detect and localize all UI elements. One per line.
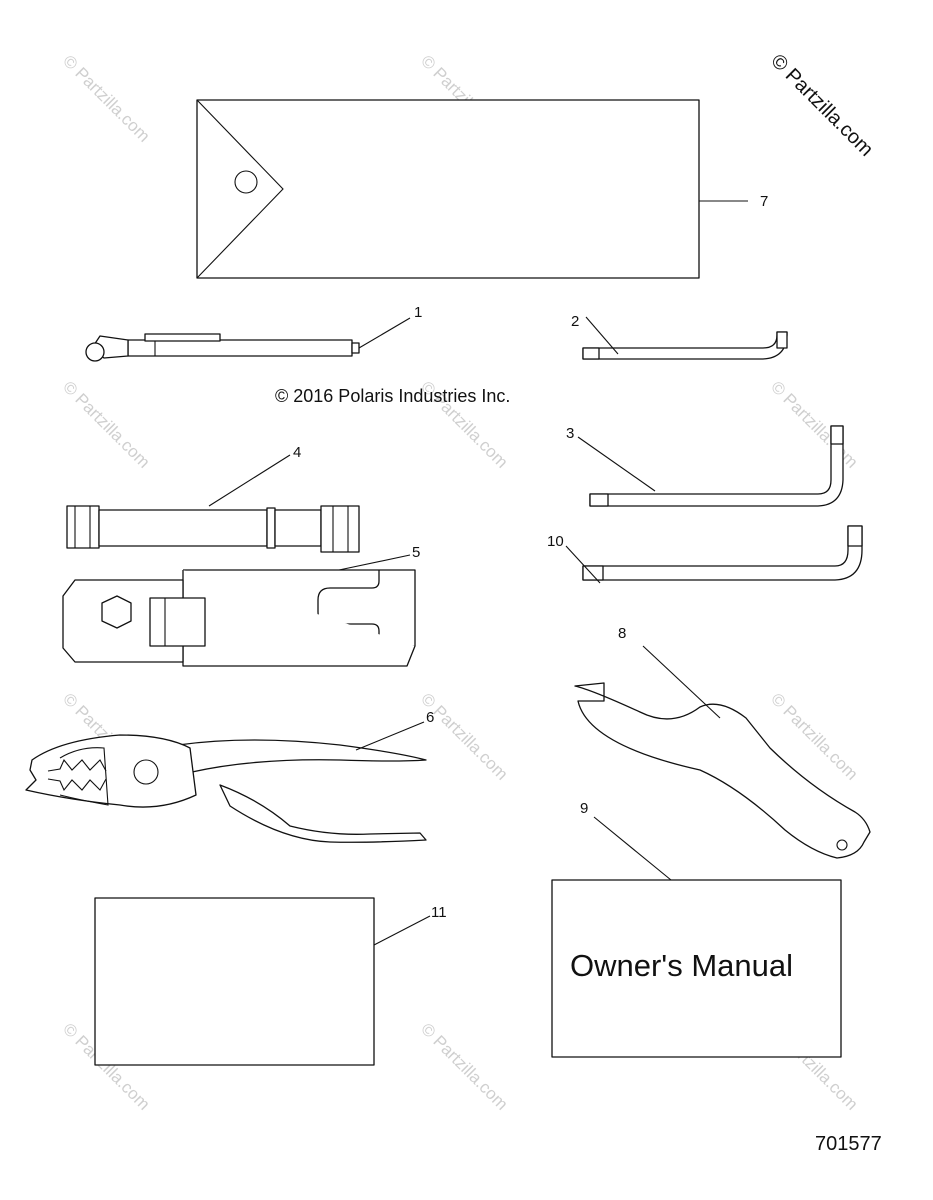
callout-8: 8: [618, 625, 626, 642]
callout-4: 4: [293, 444, 301, 461]
copyright-notice: © 2016 Polaris Industries Inc.: [275, 386, 510, 406]
part-11-card: [94, 897, 431, 1066]
part-4-tube-wrench: [66, 454, 360, 553]
callout-9: 9: [580, 800, 588, 817]
callout-3: 3: [566, 425, 574, 442]
watermark: © Partzilla.com: [59, 377, 153, 471]
callout-11: 11: [431, 904, 447, 921]
callout-10: 10: [547, 533, 564, 550]
callout-5: 5: [412, 544, 420, 561]
figure-number: 701577: [815, 1133, 882, 1155]
part-6-pliers: [25, 721, 427, 843]
callout-1: 1: [414, 304, 422, 321]
part-5-spanner: [62, 554, 416, 667]
callout-2: 2: [571, 313, 579, 330]
part-10-hex-key: [565, 525, 863, 584]
part-1-tool: [85, 317, 411, 362]
part-2-hex-key: [582, 316, 788, 360]
watermark: © Partzilla.com: [59, 51, 153, 145]
watermark: © Partzilla.com: [767, 377, 861, 471]
part-8-hook-spanner: [574, 645, 871, 859]
callout-7: 7: [760, 193, 768, 210]
part-3-hex-key: [577, 425, 844, 507]
callout-6: 6: [426, 709, 434, 726]
site-mark: © Partzilla.com: [766, 50, 877, 161]
part-7-tool-pouch: [196, 99, 748, 279]
watermark: © Partzilla.com: [417, 689, 511, 783]
watermark: © Partzilla.com: [417, 1019, 511, 1113]
owners-manual-label: Owner's Manual: [570, 948, 793, 983]
part-9-owners-manual: [551, 816, 842, 1058]
